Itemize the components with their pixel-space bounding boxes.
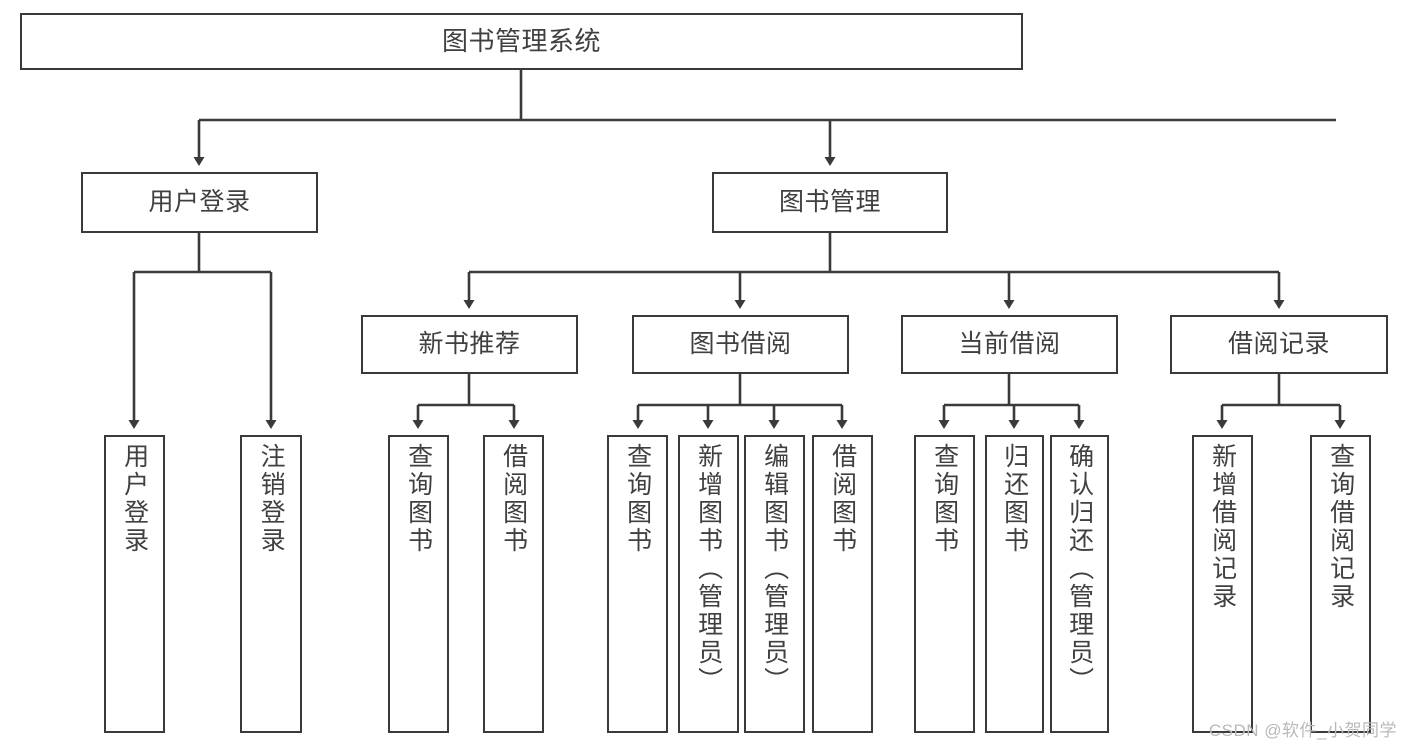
node-leaf-cur-query-book-label: 查询图书 xyxy=(930,443,959,555)
node-root-label: 图书管理系统 xyxy=(441,26,601,57)
node-book-manage-label: 图书管理 xyxy=(778,187,881,216)
node-book-borrow[interactable]: 图书借阅 xyxy=(632,315,849,374)
node-book-manage[interactable]: 图书管理 xyxy=(712,172,948,233)
node-new-book-rec[interactable]: 新书推荐 xyxy=(361,315,578,374)
node-leaf-cur-return-book[interactable]: 归还图书 xyxy=(985,435,1044,733)
node-borrow-record[interactable]: 借阅记录 xyxy=(1170,315,1388,374)
node-leaf-rec-query-book-label: 查询图书 xyxy=(404,443,433,555)
node-leaf-borrow-query-book[interactable]: 查询图书 xyxy=(607,435,668,733)
node-leaf-rec-query-record-label: 查询借阅记录 xyxy=(1326,443,1355,611)
node-leaf-borrow-add-book[interactable]: 新增图书（管理员） xyxy=(678,435,739,733)
node-leaf-borrow-query-book-label: 查询图书 xyxy=(623,443,652,555)
node-leaf-cur-return-book-label: 归还图书 xyxy=(1000,443,1029,555)
node-leaf-borrow-add-book-label: 新增图书（管理员） xyxy=(694,443,723,695)
node-leaf-borrow-edit-book-label: 编辑图书（管理员） xyxy=(760,443,789,695)
node-book-borrow-label: 图书借阅 xyxy=(689,329,792,358)
node-root[interactable]: 图书管理系统 xyxy=(20,13,1023,70)
node-leaf-rec-query-record[interactable]: 查询借阅记录 xyxy=(1310,435,1371,733)
node-leaf-cur-query-book[interactable]: 查询图书 xyxy=(914,435,975,733)
node-leaf-rec-query-book[interactable]: 查询图书 xyxy=(388,435,449,733)
node-leaf-cur-confirm-return-label: 确认归还（管理员） xyxy=(1065,443,1094,695)
node-new-book-rec-label: 新书推荐 xyxy=(418,329,521,358)
node-leaf-user-login[interactable]: 用户登录 xyxy=(104,435,165,733)
node-leaf-borrow-edit-book[interactable]: 编辑图书（管理员） xyxy=(744,435,805,733)
node-leaf-rec-add-record[interactable]: 新增借阅记录 xyxy=(1192,435,1253,733)
watermark-text: CSDN @软件_小贺同学 xyxy=(1208,721,1397,740)
node-leaf-user-logout[interactable]: 注销登录 xyxy=(240,435,302,733)
node-leaf-borrow-borrow-book[interactable]: 借阅图书 xyxy=(812,435,873,733)
node-leaf-borrow-borrow-book-label: 借阅图书 xyxy=(828,443,857,555)
node-leaf-user-logout-label: 注销登录 xyxy=(257,443,286,555)
node-borrow-record-label: 借阅记录 xyxy=(1227,329,1330,358)
node-leaf-user-login-label: 用户登录 xyxy=(120,443,149,555)
node-leaf-cur-confirm-return[interactable]: 确认归还（管理员） xyxy=(1050,435,1109,733)
node-current-borrow[interactable]: 当前借阅 xyxy=(901,315,1118,374)
node-leaf-rec-borrow-book[interactable]: 借阅图书 xyxy=(483,435,544,733)
node-user-login-label: 用户登录 xyxy=(148,187,251,216)
node-leaf-rec-borrow-book-label: 借阅图书 xyxy=(499,443,528,555)
node-current-borrow-label: 当前借阅 xyxy=(958,329,1061,358)
node-user-login[interactable]: 用户登录 xyxy=(81,172,318,233)
node-leaf-rec-add-record-label: 新增借阅记录 xyxy=(1208,443,1237,611)
